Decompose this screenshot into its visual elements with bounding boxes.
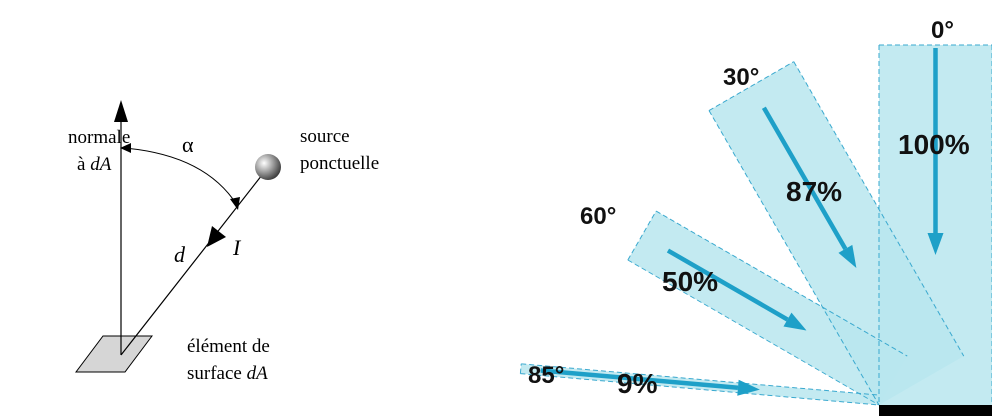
beam-guide-lines [519,44,992,406]
beam-30-arrow-shaft [761,106,848,251]
ground-strip [879,405,992,416]
source-label-line2: ponctuelle [300,153,379,174]
source-label-line1: source [300,126,350,147]
beam-0-arrow-head [927,233,944,255]
beam-60-edge-1 [655,210,908,357]
beam-85-cap [519,363,522,374]
beam-85-edge-1 [521,363,880,396]
beam-0-angle-label: 0° [931,17,954,44]
beam-85-edge-0 [520,373,880,406]
beam-1-percent-label: 87% [786,176,842,207]
incidence-angle-diagram: 0° 100% 30° 87% 60° 50% 85° 9% [519,17,992,416]
beam-3-percent-label: 9% [617,368,658,399]
beam-60-cap [627,210,657,261]
angle-label: α [182,132,194,157]
ray-line [120,174,263,356]
beam-85-arrow-head [737,379,760,396]
ray-arrowhead [207,226,226,247]
beam-1-angle-label: 30° [723,64,759,91]
beam-arrows [540,48,944,396]
beam-60-arrow-shaft [666,248,789,322]
beam-30-cap [708,61,794,111]
distance-label: d [174,242,186,267]
beam-60-edge-0 [627,259,880,406]
angle-arc [123,147,238,206]
beam-2-angle-label: 60° [580,203,616,230]
beam-0-percent-label: 100% [898,129,970,160]
beam-30-arrow-head [838,244,857,268]
normal-arrowhead [114,100,128,122]
point-source-diagram: normale à dA α source ponctuelle d I élé… [68,100,379,384]
surface-label-line1: élément de [187,336,270,357]
beam-85-arrow-shaft [540,368,739,390]
angle-arc-arrowhead-left [120,143,131,153]
surface-element [75,335,153,373]
beam-2-percent-label: 50% [662,266,718,297]
normal-label-line1: normale [68,127,130,148]
point-source-sphere [255,154,281,180]
angle-arc-arrowhead-right [230,197,240,210]
normal-label-line2: à dA [77,154,112,175]
beam-60-arrow-head [783,312,807,331]
beam-3-angle-label: 85° [528,362,564,389]
beam-labels: 0° 100% 30° 87% 60° 50% 85° 9% [528,17,970,399]
intensity-label: I [232,235,242,260]
surface-label-line2: surface dA [187,363,268,384]
beam-30-edge-0 [708,110,880,406]
